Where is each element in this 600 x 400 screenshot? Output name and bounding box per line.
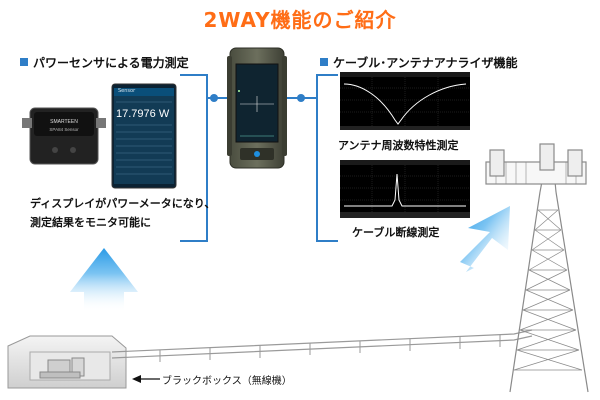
graph2-caption: ケーブル断線測定 <box>352 226 440 239</box>
transmission-tower <box>485 143 589 393</box>
connector-line-left <box>206 97 230 99</box>
handheld-analyzer-device <box>227 47 287 169</box>
right-bracket <box>316 74 338 242</box>
power-meter-screen <box>111 83 177 189</box>
left-bracket <box>180 74 208 242</box>
connector-line-right <box>282 97 300 99</box>
right-section-heading-text: ケーブル･アンテナアナライザ機能 <box>333 56 518 70</box>
signal-arrow-right <box>460 206 510 272</box>
graph-cable-break <box>340 160 470 218</box>
page-title: 2WAY機能のご紹介 <box>203 8 397 32</box>
signal-arrow-left <box>70 248 138 312</box>
left-description: ディスプレイがパワーメータになり、 測定結果をモニタ可能に <box>30 194 215 232</box>
blackbox-pointer-arrow <box>132 375 160 383</box>
graph-antenna-frequency <box>340 72 470 130</box>
svg-text:SPA84 Sensor: SPA84 Sensor <box>49 127 79 132</box>
graph1-caption: アンテナ周波数特性測定 <box>338 139 459 152</box>
description-line-2: 測定結果をモニタ可能に <box>30 216 151 229</box>
left-section-heading-text: パワーセンサによる電力測定 <box>33 56 189 70</box>
square-bullet-icon <box>20 58 28 66</box>
ground-shelter <box>7 335 127 389</box>
svg-text:SMARTEEN: SMARTEEN <box>50 119 78 125</box>
square-bullet-icon <box>320 58 328 66</box>
description-line-1: ディスプレイがパワーメータになり、 <box>30 197 216 210</box>
left-section-heading: パワーセンサによる電力測定 <box>20 54 189 71</box>
right-section-heading: ケーブル･アンテナアナライザ機能 <box>320 54 518 71</box>
connector-line-right2 <box>300 97 318 99</box>
blackbox-label: ブラックボックス（無線機） <box>162 376 292 387</box>
screen-reading-label: Sensor <box>118 88 136 94</box>
power-sensor-illustration: SMARTEEN SPA84 Sensor <box>22 107 106 165</box>
cable-tray <box>111 329 533 362</box>
screen-power-reading: 17.7976 W <box>116 108 170 120</box>
